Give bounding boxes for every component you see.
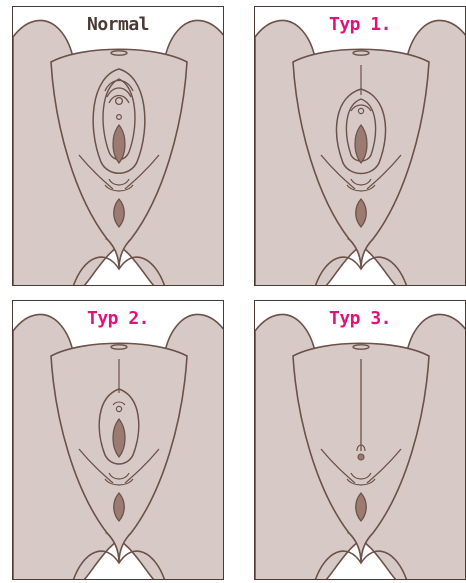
panel-label: Normal: [13, 14, 223, 36]
panel-type1: Typ 1.: [254, 6, 466, 286]
panel-type3: Typ 3.: [254, 300, 466, 580]
anatomy-diagram-type1: [255, 7, 466, 286]
anatomy-diagram-type2: [13, 301, 224, 580]
anatomy-diagram-type3: [255, 301, 466, 580]
panel-label: Typ 3.: [255, 308, 465, 330]
anatomy-diagram-normal: [13, 7, 224, 286]
panel-label: Typ 2.: [13, 308, 223, 330]
panel-normal: Normal: [12, 6, 224, 286]
panel-type2: Typ 2.: [12, 300, 224, 580]
panel-label: Typ 1.: [255, 14, 465, 36]
